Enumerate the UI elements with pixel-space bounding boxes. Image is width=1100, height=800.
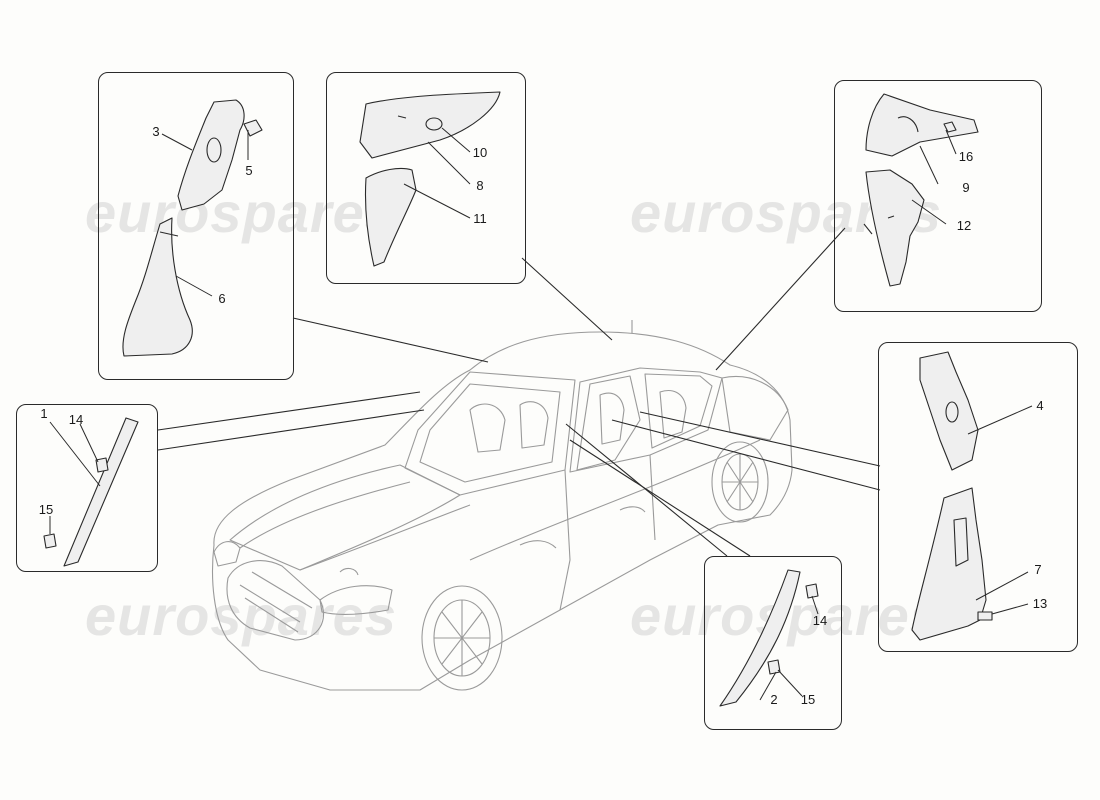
callout-14-left: 14 [68, 412, 84, 427]
part-15-clip-right [767, 659, 781, 675]
part-3-b-pillar-upper [177, 99, 245, 211]
callout-6: 6 [218, 291, 226, 306]
callout-3: 3 [152, 124, 160, 139]
panel-b-pillar-lower-trim [878, 342, 1078, 652]
callout-15-right: 15 [800, 692, 816, 707]
part-1-a-pillar-moulding [63, 417, 139, 567]
part-12-c-pillar-lower [865, 169, 925, 287]
callout-2: 2 [770, 692, 778, 707]
panel-a-pillar-moulding-right [704, 556, 842, 730]
part-10-clip [425, 117, 443, 131]
callout-15-left: 15 [38, 502, 54, 517]
callout-9: 9 [962, 180, 970, 195]
part-13-screw [977, 611, 993, 621]
part-2-a-pillar-moulding-rh [719, 569, 801, 707]
part-11-pillar-trim [364, 167, 417, 267]
callout-8: 8 [476, 178, 484, 193]
leader-lines [157, 227, 881, 557]
part-4-b-pillar-upper-rh [919, 351, 979, 471]
panel-a-pillar-moulding-left [16, 404, 158, 572]
part-leaders [49, 127, 1033, 701]
part-7-b-pillar-lower-rh [911, 487, 987, 641]
part-14-clip-left [95, 457, 109, 473]
callout-10: 10 [472, 145, 488, 160]
panel-a-pillar-upper-trim [326, 72, 526, 284]
seatbelt-slot [206, 137, 222, 163]
callout-12: 12 [956, 218, 972, 233]
part-14-clip-right [805, 583, 819, 599]
car-outline [212, 320, 793, 691]
callout-13: 13 [1032, 596, 1048, 611]
callout-1: 1 [40, 406, 48, 421]
callout-14-right: 14 [812, 613, 828, 628]
callout-7: 7 [1034, 562, 1042, 577]
callout-4: 4 [1036, 398, 1044, 413]
part-6-b-pillar-lower [122, 217, 193, 357]
part-9-c-pillar-upper [865, 93, 979, 157]
part-5-clip [243, 119, 263, 137]
part-16-clip [943, 121, 957, 133]
callout-5: 5 [245, 163, 253, 178]
watermark: eurospares [85, 584, 397, 647]
part-15-clip-left [43, 533, 57, 549]
callout-16: 16 [958, 149, 974, 164]
panel-c-pillar-trim [834, 80, 1042, 312]
callout-11: 11 [473, 211, 487, 226]
watermark: eurospares [85, 181, 397, 244]
panel-b-pillar-trim [98, 72, 294, 380]
